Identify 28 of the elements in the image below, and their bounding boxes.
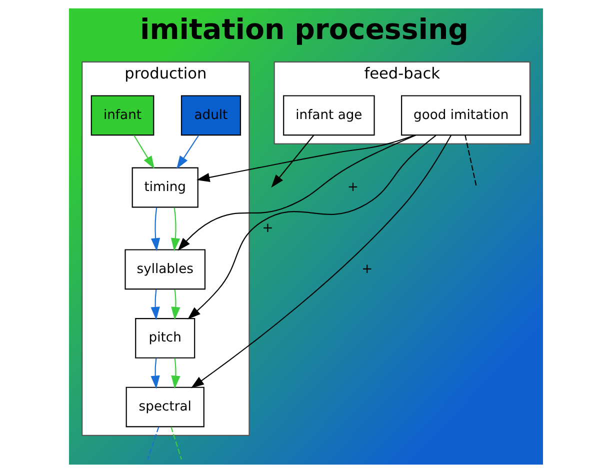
arrow xyxy=(132,134,154,170)
connector xyxy=(170,426,182,460)
node-box: good imitation xyxy=(400,95,521,136)
arrow xyxy=(176,134,199,169)
node-box: infant xyxy=(90,95,154,136)
arrow xyxy=(170,358,180,389)
node-box: timing xyxy=(131,167,198,208)
arrow xyxy=(190,135,451,388)
arrow xyxy=(177,134,416,251)
arrow xyxy=(150,289,160,320)
arrow xyxy=(196,134,415,182)
connector xyxy=(464,135,476,186)
arrow xyxy=(150,358,160,389)
node-box: spectral xyxy=(125,386,204,428)
edge-label: + xyxy=(346,180,358,195)
arrow xyxy=(270,134,314,188)
arrow xyxy=(170,207,180,252)
edge-label: + xyxy=(361,262,372,277)
node-box: infant age xyxy=(282,95,374,136)
arrow xyxy=(187,135,436,320)
arrow xyxy=(170,289,180,320)
arrow xyxy=(150,207,160,252)
diagram-title: imitation processing xyxy=(139,12,468,46)
node-box: syllables xyxy=(124,249,206,290)
node-box: pitch xyxy=(134,318,195,358)
connector xyxy=(146,426,159,460)
edge-label: + xyxy=(262,220,273,236)
node-box: adult xyxy=(180,95,241,136)
